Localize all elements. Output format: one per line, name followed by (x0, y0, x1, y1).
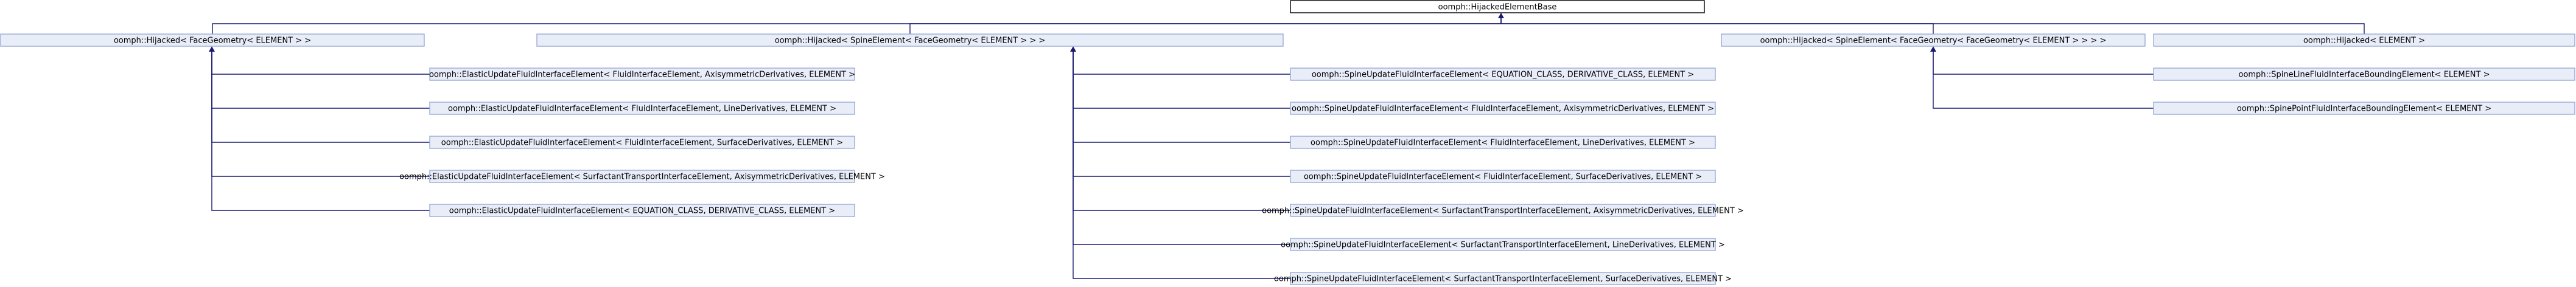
class-node-hsefg2[interactable]: oomph::Hijacked< SpineElement< FaceGeome… (1721, 33, 2146, 47)
inheritance-edge-e2-hfg (211, 52, 430, 109)
edge-line (212, 18, 1502, 34)
edge-line (1933, 52, 2154, 75)
class-box (2153, 102, 2575, 115)
class-box (429, 204, 855, 217)
class-box (1290, 238, 1716, 251)
inheritance-edge-hsefg2-root (1500, 18, 1934, 34)
inheritance-arrowhead (1070, 46, 1076, 52)
class-label: oomph::SpineUpdateFluidInterfaceElement<… (1292, 105, 1714, 114)
edge-line (1500, 18, 1934, 34)
class-node-b2[interactable]: oomph::SpinePointFluidInterfaceBoundingE… (2153, 102, 2575, 115)
class-label: oomph::ElasticUpdateFluidInterfaceElemen… (441, 139, 843, 148)
edge-line (211, 52, 430, 211)
class-box (429, 67, 855, 81)
edge-line (1073, 52, 1290, 177)
class-label: oomph::SpineUpdateFluidInterfaceElement<… (1311, 139, 1695, 148)
edge-line (211, 52, 430, 177)
edge-line (1073, 52, 1290, 75)
inheritance-arrowhead (1930, 46, 1936, 52)
class-box (429, 102, 855, 115)
class-box (1290, 272, 1716, 285)
inheritance-edge-e1-hfg (209, 46, 430, 75)
class-label: oomph::SpineUpdateFluidInterfaceElement<… (1281, 241, 1725, 250)
class-node-s4[interactable]: oomph::SpineUpdateFluidInterfaceElement<… (1290, 170, 1716, 183)
class-label: oomph::Hijacked< SpineElement< FaceGeome… (1760, 36, 2107, 46)
inheritance-edge-s4-hsefg (1073, 52, 1290, 177)
edge-line (909, 18, 1502, 34)
class-label: oomph::SpineUpdateFluidInterfaceElement<… (1262, 207, 1744, 216)
inheritance-edge-b1-hsefg2 (1930, 46, 2154, 75)
inheritance-edge-hsefg-root (909, 18, 1502, 34)
class-node-b1[interactable]: oomph::SpineLineFluidInterfaceBoundingEl… (2153, 67, 2575, 81)
class-box (1290, 204, 1716, 217)
class-box (1721, 33, 2146, 47)
class-node-he[interactable]: oomph::Hijacked< ELEMENT > (2153, 33, 2575, 47)
inheritance-edge-s7-hsefg (1073, 52, 1290, 279)
class-label: oomph::Hijacked< SpineElement< FaceGeome… (775, 36, 1046, 46)
class-label: oomph::Hijacked< ELEMENT > (2303, 36, 2425, 46)
class-label: oomph::SpineUpdateFluidInterfaceElement<… (1304, 173, 1702, 182)
class-node-s6[interactable]: oomph::SpineUpdateFluidInterfaceElement<… (1281, 238, 1725, 251)
edge-line (211, 52, 430, 143)
class-node-e4[interactable]: oomph::ElasticUpdateFluidInterfaceElemen… (399, 170, 885, 183)
class-box (2153, 33, 2575, 47)
class-box (1290, 0, 1705, 13)
class-box (1290, 136, 1716, 149)
class-node-s5[interactable]: oomph::SpineUpdateFluidInterfaceElement<… (1262, 204, 1744, 217)
class-label: oomph::HijackedElementBase (1438, 3, 1557, 12)
edge-line (1933, 52, 2154, 109)
inheritance-edge-e3-hfg (211, 52, 430, 143)
inheritance-edge-s5-hsefg (1073, 52, 1290, 211)
class-label: oomph::SpinePointFluidInterfaceBoundingE… (2237, 105, 2491, 114)
class-node-s7[interactable]: oomph::SpineUpdateFluidInterfaceElement<… (1274, 272, 1732, 285)
class-node-e3[interactable]: oomph::ElasticUpdateFluidInterfaceElemen… (429, 136, 855, 149)
inheritance-edge-e5-hfg (211, 52, 430, 211)
inheritance-edge-s1-hsefg (1070, 46, 1290, 75)
class-label: oomph::SpineLineFluidInterfaceBoundingEl… (2238, 71, 2490, 80)
class-node-root[interactable]: oomph::HijackedElementBase (1290, 0, 1705, 13)
class-box (1290, 102, 1716, 115)
edge-line (1073, 52, 1290, 279)
class-label: oomph::Hijacked< FaceGeometry< ELEMENT >… (114, 36, 311, 46)
class-label: oomph::ElasticUpdateFluidInterfaceElemen… (449, 207, 835, 216)
class-label: oomph::SpineUpdateFluidInterfaceElement<… (1312, 71, 1694, 80)
class-box (1290, 170, 1716, 183)
inheritance-edge-b2-hsefg2 (1933, 52, 2154, 109)
inheritance-edge-s2-hsefg (1073, 52, 1290, 109)
inheritance-edge-s6-hsefg (1073, 52, 1290, 245)
edge-line (1073, 52, 1290, 143)
class-node-s3[interactable]: oomph::SpineUpdateFluidInterfaceElement<… (1290, 136, 1716, 149)
class-node-hfg[interactable]: oomph::Hijacked< FaceGeometry< ELEMENT >… (0, 33, 425, 47)
edge-line (211, 52, 430, 109)
inheritance-edge-s3-hsefg (1073, 52, 1290, 143)
class-label: oomph::ElasticUpdateFluidInterfaceElemen… (448, 105, 836, 114)
edges-layer (209, 13, 2365, 279)
class-box (0, 33, 425, 47)
inheritance-arrowhead (1498, 13, 1504, 18)
class-node-hsefg[interactable]: oomph::Hijacked< SpineElement< FaceGeome… (536, 33, 1284, 47)
class-node-s1[interactable]: oomph::SpineUpdateFluidInterfaceElement<… (1290, 67, 1716, 81)
class-label: oomph::ElasticUpdateFluidInterfaceElemen… (429, 71, 855, 80)
edge-line (1073, 52, 1290, 211)
inheritance-edge-e4-hfg (211, 52, 430, 177)
class-box (429, 170, 855, 183)
edge-line (211, 52, 430, 75)
edge-line (1500, 18, 2365, 34)
class-box (429, 136, 855, 149)
inheritance-edge-he-root (1500, 18, 2365, 34)
class-label: oomph::ElasticUpdateFluidInterfaceElemen… (399, 173, 885, 182)
edge-line (1073, 52, 1290, 245)
edge-line (1073, 52, 1290, 109)
inheritance-arrowhead (209, 46, 215, 52)
class-box (1290, 67, 1716, 81)
class-node-e5[interactable]: oomph::ElasticUpdateFluidInterfaceElemen… (429, 204, 855, 217)
class-box (2153, 67, 2575, 81)
class-node-e2[interactable]: oomph::ElasticUpdateFluidInterfaceElemen… (429, 102, 855, 115)
class-box (536, 33, 1284, 47)
class-node-e1[interactable]: oomph::ElasticUpdateFluidInterfaceElemen… (429, 67, 855, 81)
class-label: oomph::SpineUpdateFluidInterfaceElement<… (1274, 275, 1732, 284)
class-node-s2[interactable]: oomph::SpineUpdateFluidInterfaceElement<… (1290, 102, 1716, 115)
